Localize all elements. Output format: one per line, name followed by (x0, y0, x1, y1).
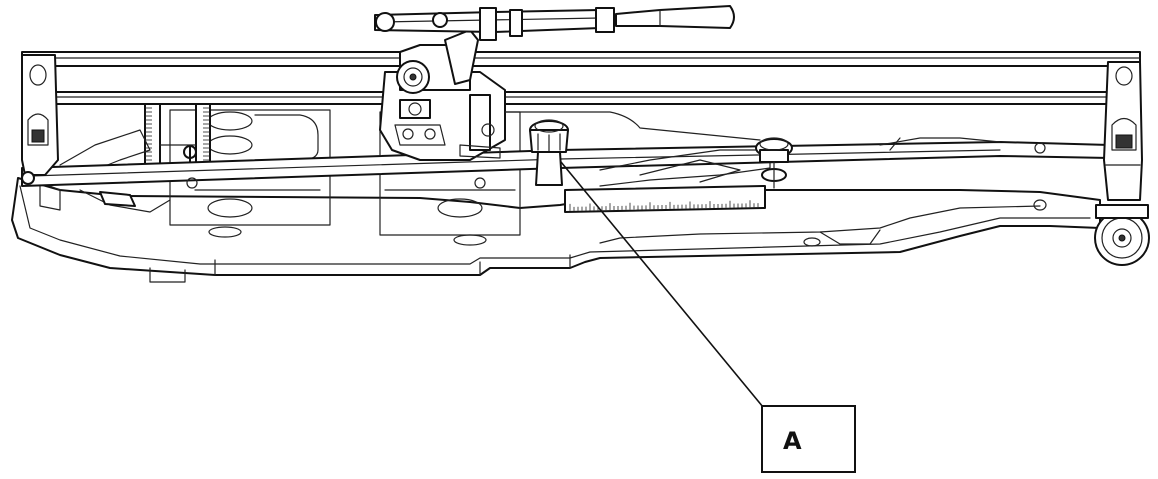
adjustment-knob-right (755, 137, 793, 189)
cutting-table (169, 109, 521, 246)
screw-details (21, 137, 1046, 189)
callout-label: A (783, 427, 802, 455)
cutter-base (11, 177, 1101, 283)
leader-line (560, 161, 764, 408)
left-end-post (21, 54, 59, 176)
right-end-post (1103, 61, 1143, 201)
measuring-scale (564, 149, 771, 213)
lever-arm (374, 5, 735, 41)
knob (504, 111, 761, 186)
transport-wheel (1094, 204, 1150, 266)
guide-rails (21, 51, 1141, 187)
cutting-carriage (379, 29, 506, 161)
callout-box-a: A (761, 405, 856, 473)
left-support (39, 129, 171, 213)
